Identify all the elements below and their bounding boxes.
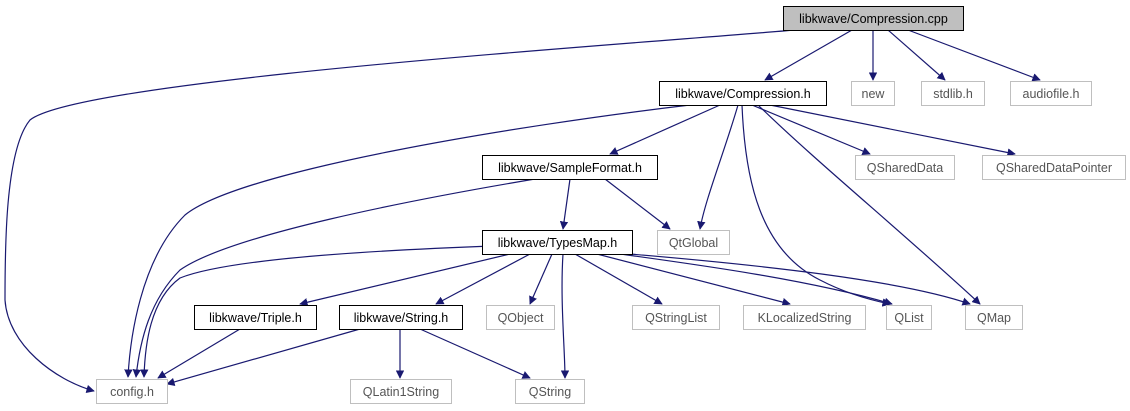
node-label: libkwave/Compression.cpp (799, 12, 948, 26)
node-label: new (862, 87, 886, 101)
node-box (486, 305, 555, 330)
edge-compression_cpp-to-compression_h (764, 29, 853, 81)
node-box (921, 81, 985, 106)
edge-string_h-to-qstring (419, 328, 531, 379)
node-qstringlist: QStringList (632, 305, 720, 330)
edge-compression_cpp-to-stdlib_h (887, 29, 946, 81)
node-label: QObject (498, 311, 544, 325)
edge-typesmap_h-to-qstring (560, 253, 570, 379)
node-box (743, 305, 866, 330)
node-label: libkwave/String.h (354, 311, 449, 325)
node-label: QString (529, 385, 571, 399)
edge-compression_cpp-to-config_h (4, 29, 796, 393)
node-audiofile_h: audiofile.h (1010, 81, 1092, 106)
node-label: QList (894, 311, 924, 325)
node-box (783, 6, 964, 31)
node-label: QStringList (645, 311, 707, 325)
node-stdlib_h: stdlib.h (921, 81, 985, 106)
node-label: QLatin1String (363, 385, 439, 399)
edge-triple_h-to-config_h (157, 328, 241, 379)
node-box (982, 155, 1126, 180)
node-qshareddata: QSharedData (855, 155, 955, 180)
edge-string_h-to-config_h (166, 328, 361, 386)
node-qlist: QList (886, 305, 932, 330)
node-typesmap_h[interactable]: libkwave/TypesMap.h (482, 230, 633, 255)
node-box (482, 230, 633, 255)
node-qlatin1string: QLatin1String (350, 379, 452, 404)
edge-sampleformat_h-to-qtglobal (604, 178, 671, 230)
node-label: libkwave/TypesMap.h (498, 236, 618, 250)
node-label: KLocalizedString (758, 311, 852, 325)
node-label: QSharedData (867, 161, 943, 175)
node-box (659, 81, 827, 106)
node-box (482, 155, 658, 180)
node-label: libkwave/Triple.h (209, 311, 302, 325)
edge-compression_h-to-qtglobal (697, 104, 739, 230)
node-qmap: QMap (965, 305, 1023, 330)
node-qobject: QObject (486, 305, 555, 330)
edges-layer (4, 29, 1041, 393)
node-label: libkwave/Compression.h (675, 87, 811, 101)
edge-typesmap_h-to-qmap (629, 253, 971, 306)
edge-typesmap_h-to-klocalizedstring (596, 253, 791, 307)
edge-compression_h-to-qshareddata (751, 104, 871, 155)
node-qshareddatapointer: QSharedDataPointer (982, 155, 1126, 180)
node-qtglobal: QtGlobal (657, 230, 730, 255)
node-box (350, 379, 452, 404)
node-qstring: QString (515, 379, 585, 404)
node-box (1010, 81, 1092, 106)
node-label: libkwave/SampleFormat.h (498, 161, 642, 175)
edge-compression_cpp-to-audiofile_h (907, 29, 1041, 82)
node-box (194, 305, 317, 330)
edge-typesmap_h-to-qobject (529, 253, 553, 305)
node-box (657, 230, 730, 255)
node-label: QMap (977, 311, 1011, 325)
edge-compression_h-to-sampleformat_h (609, 104, 721, 155)
node-compression_h[interactable]: libkwave/Compression.h (659, 81, 827, 106)
node-triple_h[interactable]: libkwave/Triple.h (194, 305, 317, 330)
edge-typesmap_h-to-triple_h (299, 253, 511, 307)
node-label: config.h (110, 385, 154, 399)
node-box (515, 379, 585, 404)
node-label: stdlib.h (933, 87, 973, 101)
node-config_h: config.h (96, 379, 168, 404)
edge-compression_h-to-qshareddatapointer (769, 104, 1016, 157)
edge-sampleformat_h-to-typesmap_h (559, 178, 571, 230)
node-compression_cpp[interactable]: libkwave/Compression.cpp (783, 6, 964, 31)
node-box (96, 379, 168, 404)
edge-typesmap_h-to-config_h (140, 245, 496, 378)
edge-compression_h-to-config_h (124, 104, 691, 378)
edge-sampleformat_h-to-config_h (132, 178, 536, 378)
node-label: audiofile.h (1023, 87, 1080, 101)
node-klocalizedstring: KLocalizedString (743, 305, 866, 330)
node-box (339, 305, 463, 330)
node-box (965, 305, 1023, 330)
node-box (855, 155, 955, 180)
node-label: QSharedDataPointer (996, 161, 1112, 175)
node-box (886, 305, 932, 330)
node-string_h[interactable]: libkwave/String.h (339, 305, 463, 330)
nodes-layer: libkwave/Compression.cpp libkwave/Compres… (96, 6, 1126, 404)
edge-compression_h-to-qmap (757, 104, 981, 305)
node-box (851, 81, 895, 106)
edge-typesmap_h-to-qstringlist (574, 253, 663, 305)
edge-compression_h-to-qlist (741, 104, 891, 307)
edge-typesmap_h-to-string_h (435, 253, 531, 305)
node-box (632, 305, 720, 330)
node-sampleformat_h[interactable]: libkwave/SampleFormat.h (482, 155, 658, 180)
node-label: QtGlobal (669, 236, 718, 250)
node-new: new (851, 81, 895, 106)
edge-typesmap_h-to-qlist (619, 253, 893, 306)
